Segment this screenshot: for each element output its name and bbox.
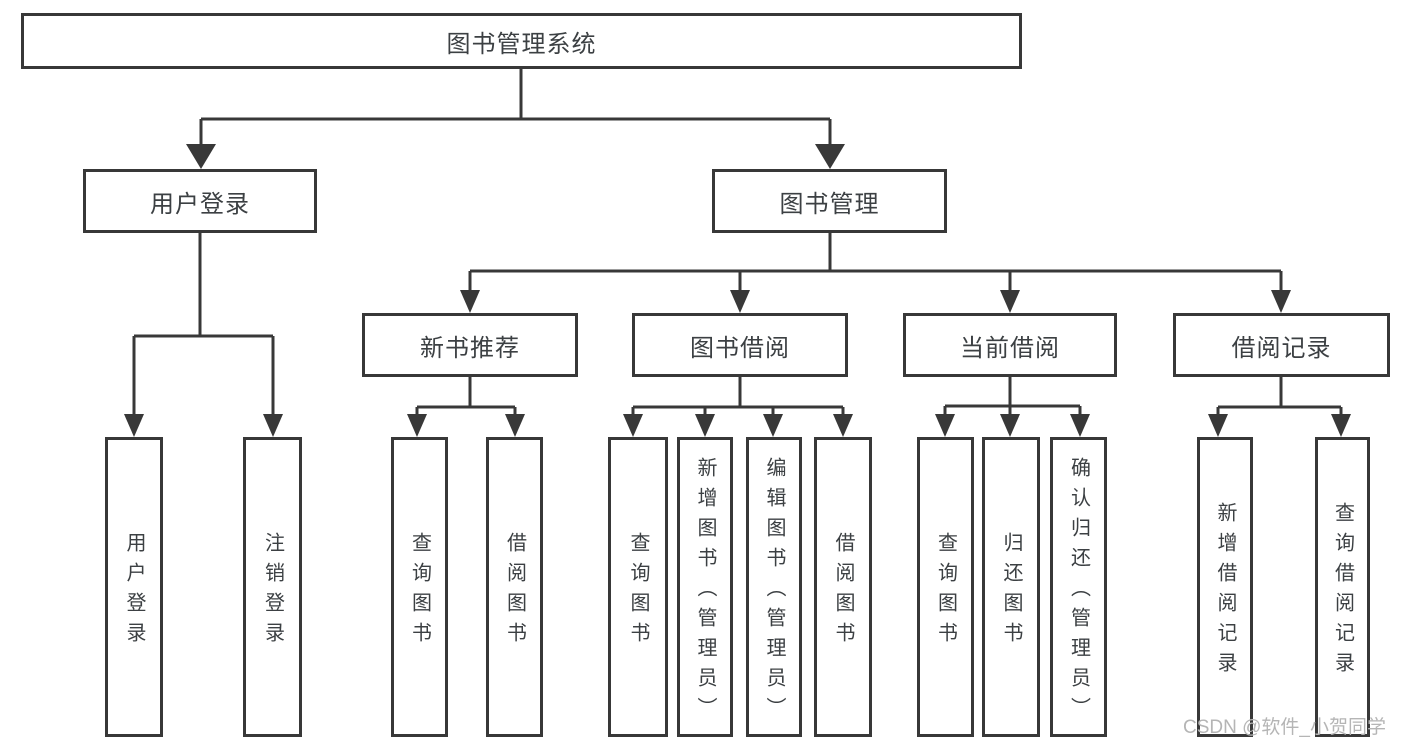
connector-current-borrow-children [935,377,1090,437]
arrowhead [623,414,643,437]
arrowhead [124,414,144,437]
arrowhead [1331,414,1351,437]
arrowhead [935,414,955,437]
connector-book-borrow-children [623,377,853,437]
node-root-system: 图书管理系统 [21,13,1022,69]
node-book-management: 图书管理 [712,169,947,233]
arrowhead [730,290,750,313]
leaf-return-book: 归还图书 [982,437,1040,737]
node-book-borrow: 图书借阅 [632,313,848,377]
arrowhead [186,144,216,169]
arrowhead [833,414,853,437]
arrowhead [763,414,783,437]
leaf-query-books-borrow-label: 查询图书 [627,532,649,652]
connector-new-book-children [407,377,525,437]
leaf-borrow-books-recommend: 借阅图书 [486,437,543,737]
leaf-return-book-label: 归还图书 [1000,532,1022,652]
connector-root-to-level2 [186,68,845,169]
leaf-confirm-return-admin: 确认归还（管理员） [1050,437,1107,737]
arrowhead [1000,414,1020,437]
node-new-book-recommend: 新书推荐 [362,313,578,377]
leaf-borrow-books-label: 借阅图书 [832,532,854,652]
leaf-add-borrow-record-label: 新增借阅记录 [1214,502,1236,682]
leaf-user-login: 用户登录 [105,437,163,737]
arrowhead [505,414,525,437]
leaf-logout: 注销登录 [243,437,302,737]
arrowhead [1070,414,1090,437]
leaf-logout-label: 注销登录 [261,532,284,652]
connector-user-login-children [124,233,283,437]
leaf-query-books-current-label: 查询图书 [934,532,957,652]
node-current-borrow: 当前借阅 [903,313,1117,377]
leaf-query-books-recommend-label: 查询图书 [408,532,431,652]
leaf-edit-book-admin-label: 编辑图书（管理员） [763,457,785,727]
node-user-login: 用户登录 [83,169,317,233]
csdn-watermark: CSDN @软件_小贺同学 [1183,717,1386,738]
leaf-query-books-borrow: 查询图书 [608,437,668,737]
leaf-query-books-current: 查询图书 [917,437,974,737]
connector-borrow-records-children [1208,377,1351,437]
arrowhead [263,414,283,437]
arrowhead [695,414,715,437]
arrowhead [1000,290,1020,313]
leaf-confirm-return-admin-label: 确认归还（管理员） [1067,457,1090,727]
leaf-borrow-books: 借阅图书 [814,437,872,737]
node-borrow-records: 借阅记录 [1173,313,1390,377]
arrowhead [460,290,480,313]
arrowhead [1208,414,1228,437]
arrowhead [815,144,845,169]
leaf-query-borrow-record-label: 查询借阅记录 [1331,502,1354,682]
leaf-user-login-label: 用户登录 [123,532,145,652]
arrowhead [1271,290,1291,313]
leaf-query-borrow-record: 查询借阅记录 [1315,437,1370,737]
leaf-query-books-recommend: 查询图书 [391,437,448,737]
leaf-edit-book-admin: 编辑图书（管理员） [746,437,802,737]
arrowhead [407,414,427,437]
leaf-add-borrow-record: 新增借阅记录 [1197,437,1253,737]
connector-book-management-to-level3 [460,233,1291,313]
leaf-add-book-admin: 新增图书（管理员） [677,437,733,737]
leaf-add-book-admin-label: 新增图书（管理员） [694,457,716,727]
leaf-borrow-books-recommend-label: 借阅图书 [503,532,526,652]
